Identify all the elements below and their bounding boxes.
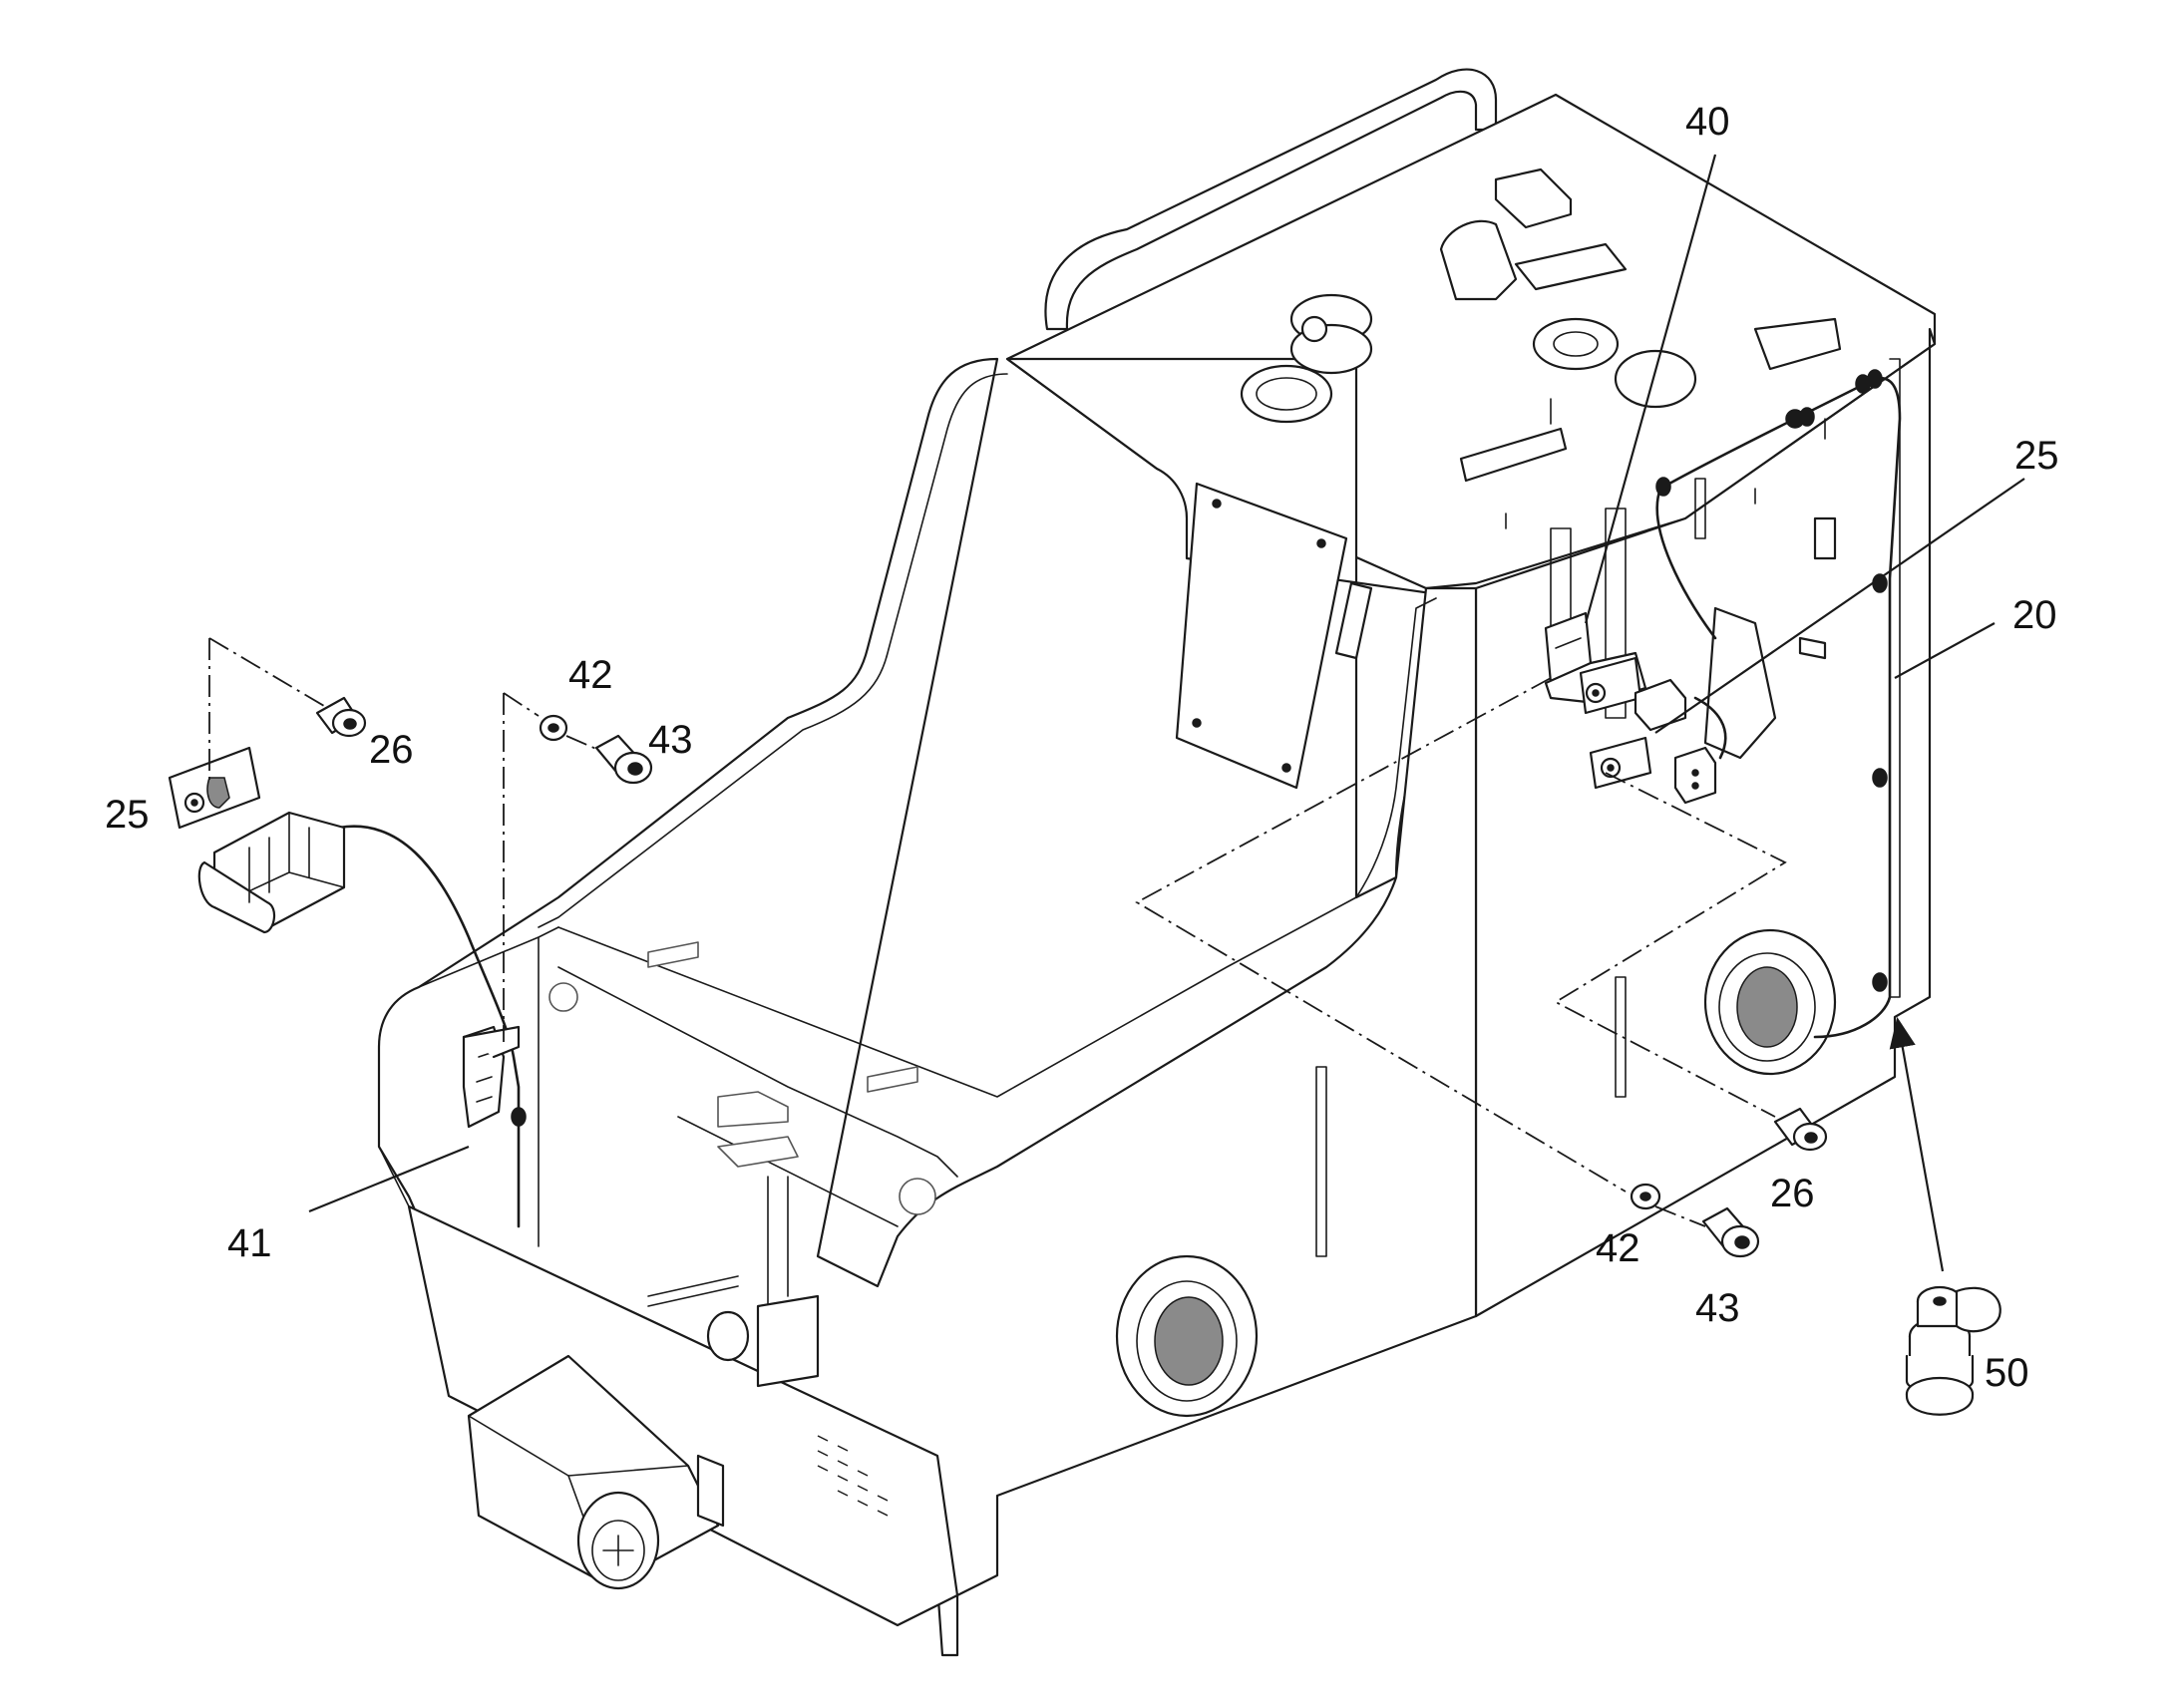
right-connector-assembly — [1135, 369, 1902, 1258]
part-50-arrow — [1889, 1016, 1945, 1272]
leader-20 — [1894, 622, 1996, 679]
callout-40: 40 — [1685, 100, 1730, 144]
callout-20: 20 — [2012, 593, 2057, 637]
leader-lines — [308, 154, 2025, 1213]
right-washer — [1630, 1183, 1661, 1210]
left-mount-bracket — [462, 1025, 527, 1129]
left-bolt — [594, 734, 653, 785]
callout-42-right: 42 — [1596, 1226, 1640, 1270]
right-screw — [1773, 1107, 1828, 1152]
callout-50: 50 — [1985, 1351, 2029, 1395]
top-handle — [1044, 68, 1498, 331]
left-axis-line-2 — [208, 637, 325, 707]
leader-40 — [1584, 154, 1717, 624]
left-connector-assembly — [168, 637, 653, 1228]
leader-25-right — [1654, 478, 2025, 734]
right-connector-plug — [1634, 678, 1717, 805]
top-deck-components — [1240, 168, 1842, 529]
machine-frame — [377, 68, 1937, 1657]
left-axis-line-5 — [565, 735, 599, 751]
left-screw — [315, 696, 367, 738]
porthole-front — [1115, 1254, 1259, 1418]
seat-plate — [1175, 482, 1348, 790]
left-axis-line-4 — [503, 692, 540, 717]
right-axis-line-3 — [1554, 772, 1787, 1118]
right-axis-line-1 — [1135, 677, 1627, 1193]
right-bolt — [1701, 1206, 1760, 1258]
left-clip-bracket — [168, 746, 261, 830]
callout-26-right: 26 — [1770, 1172, 1815, 1215]
vent-grille — [817, 1435, 889, 1517]
part-50-plug-cap — [1905, 1285, 2001, 1416]
callout-numbers: 40 25 20 42 43 26 25 41 26 42 43 50 — [105, 100, 2059, 1395]
harness-clips — [1655, 369, 1888, 992]
right-clip-bracket — [1579, 656, 1652, 790]
callout-25-left: 25 — [105, 793, 150, 837]
leader-41 — [308, 1145, 470, 1213]
callout-25-right: 25 — [2014, 434, 2059, 478]
right-cable-harness — [1658, 376, 1902, 1039]
left-washer — [539, 714, 568, 742]
callout-41: 41 — [227, 1221, 272, 1265]
front-panel — [407, 1204, 959, 1627]
callout-26-left: 26 — [369, 728, 414, 772]
callout-42-left: 42 — [568, 653, 613, 697]
porthole-right — [1703, 928, 1837, 1076]
callout-43-left: 43 — [648, 718, 693, 762]
left-connector-plug — [197, 811, 346, 934]
callout-43-right: 43 — [1695, 1286, 1740, 1330]
right-axis-line-2 — [1654, 1205, 1706, 1227]
socket-housing — [467, 1354, 725, 1590]
